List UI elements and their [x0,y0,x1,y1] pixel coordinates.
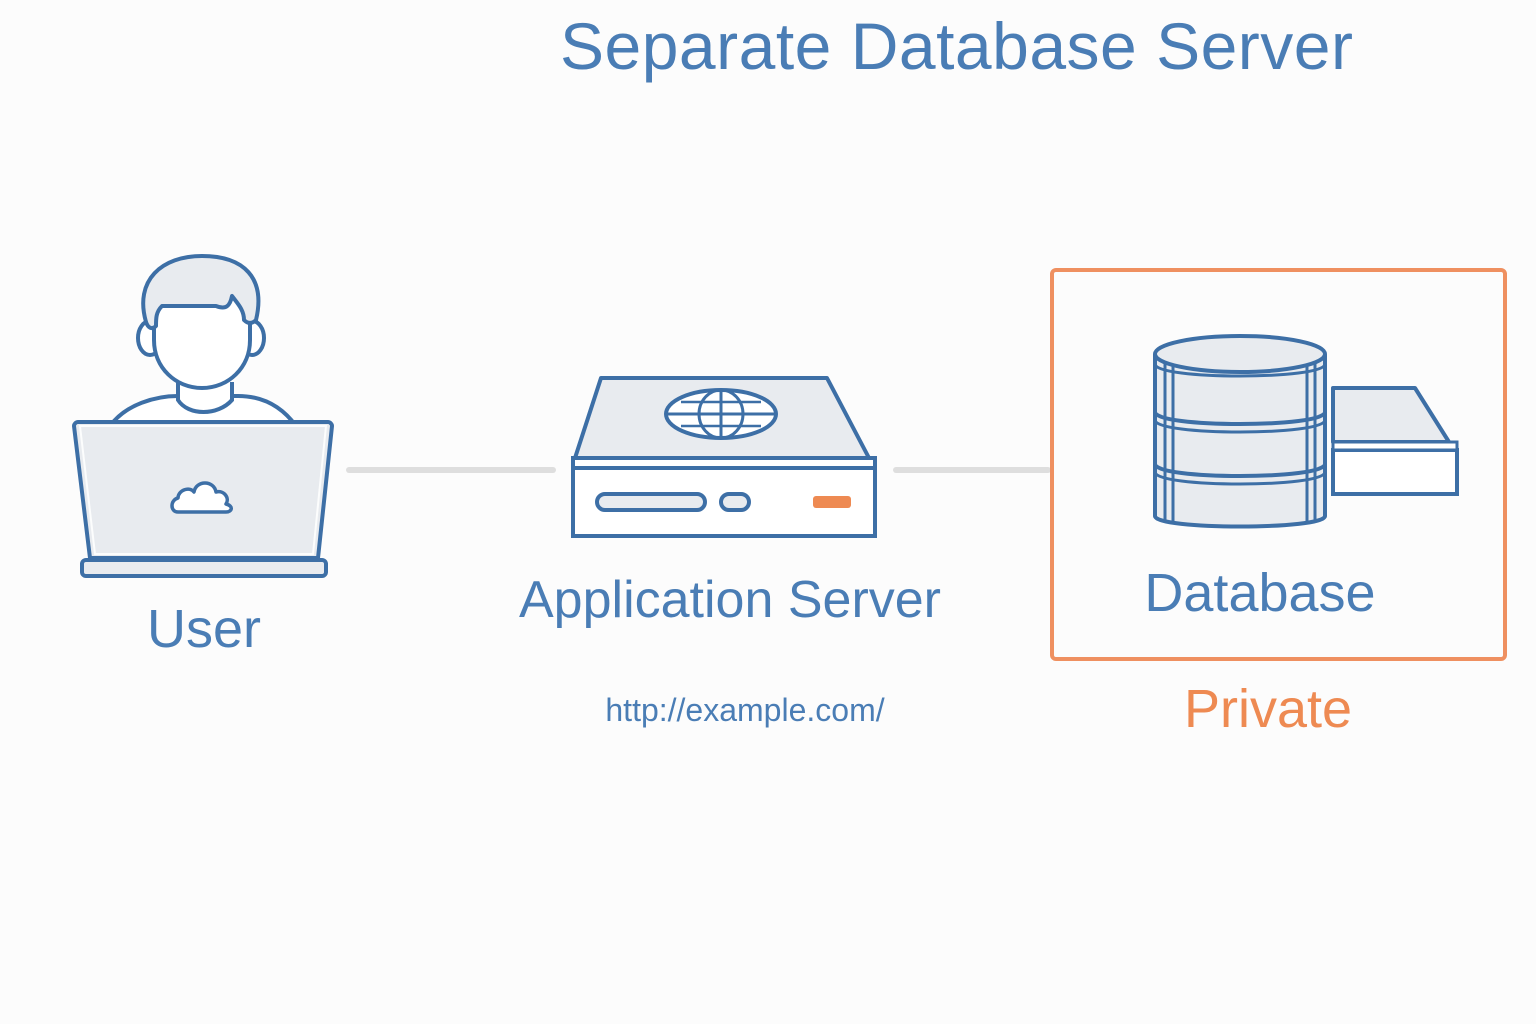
web-server-icon [571,376,877,538]
private-zone-box [1050,268,1507,661]
database-icon [1153,334,1459,529]
server-url-label: http://example.com/ [605,692,885,728]
diagram-title: Separate Database Server [560,9,1354,83]
application-server-label: Application Server [519,571,941,629]
user-laptop-icon [72,254,334,578]
connector-app-db [893,467,1051,473]
database-label: Database [1144,563,1376,623]
private-zone-label: Private [1183,679,1353,739]
connector-user-app [346,467,556,473]
user-label: User [146,599,261,659]
